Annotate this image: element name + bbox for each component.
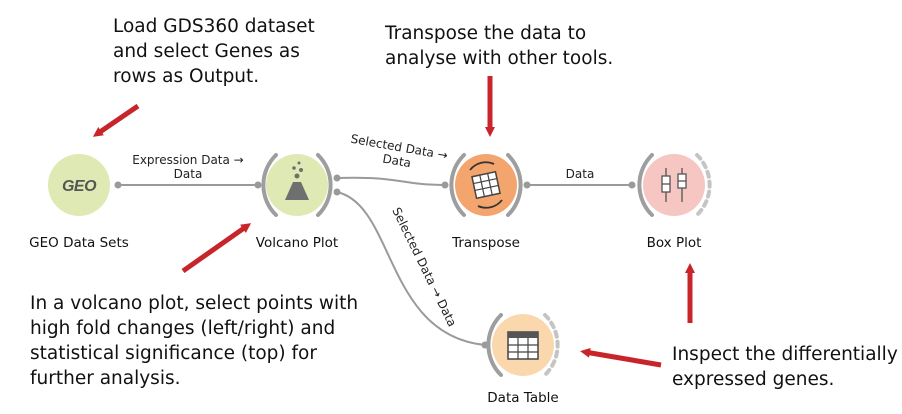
link-label-geo-volcano: Expression Data → Data bbox=[132, 153, 244, 181]
annotation-inspect: Inspect the differentially expressed gen… bbox=[672, 344, 898, 390]
annotation-load-dataset: Load GDS360 dataset and select Genes as … bbox=[113, 16, 315, 87]
node-label-boxplot: Box Plot bbox=[646, 235, 702, 251]
box-plot-icon bbox=[661, 168, 687, 202]
node-transpose[interactable] bbox=[449, 153, 523, 217]
annotation-transpose: Transpose the data to analyse with other… bbox=[385, 23, 614, 69]
node-label-volcano: Volcano Plot bbox=[255, 235, 339, 251]
arrow-to-volcano bbox=[181, 223, 252, 274]
link-geo-volcano[interactable] bbox=[114, 181, 262, 189]
data-table-icon bbox=[507, 331, 539, 360]
node-volcano-plot[interactable] bbox=[261, 153, 333, 217]
node-box-plot[interactable] bbox=[637, 153, 712, 217]
node-label-datatable: Data Table bbox=[487, 390, 559, 406]
annotation-volcano: In a volcano plot, select points with hi… bbox=[30, 293, 359, 389]
geo-icon: GEO bbox=[62, 178, 97, 195]
link-label-transpose-boxplot: Data bbox=[565, 167, 595, 181]
link-volcano-transpose[interactable] bbox=[333, 174, 449, 189]
transpose-icon bbox=[469, 161, 503, 209]
link-label-volcano-datatable: Selected Data → Data bbox=[389, 205, 459, 329]
node-label-geo: GEO Data Sets bbox=[29, 235, 129, 251]
node-geo-data-sets[interactable]: GEO bbox=[48, 154, 110, 216]
link-transpose-boxplot[interactable] bbox=[523, 181, 636, 189]
arrow-to-datatable bbox=[580, 347, 662, 368]
node-label-transpose: Transpose bbox=[452, 235, 520, 251]
arrow-to-geo bbox=[92, 103, 140, 137]
volcano-icon bbox=[285, 161, 309, 200]
node-data-table[interactable] bbox=[486, 313, 560, 377]
